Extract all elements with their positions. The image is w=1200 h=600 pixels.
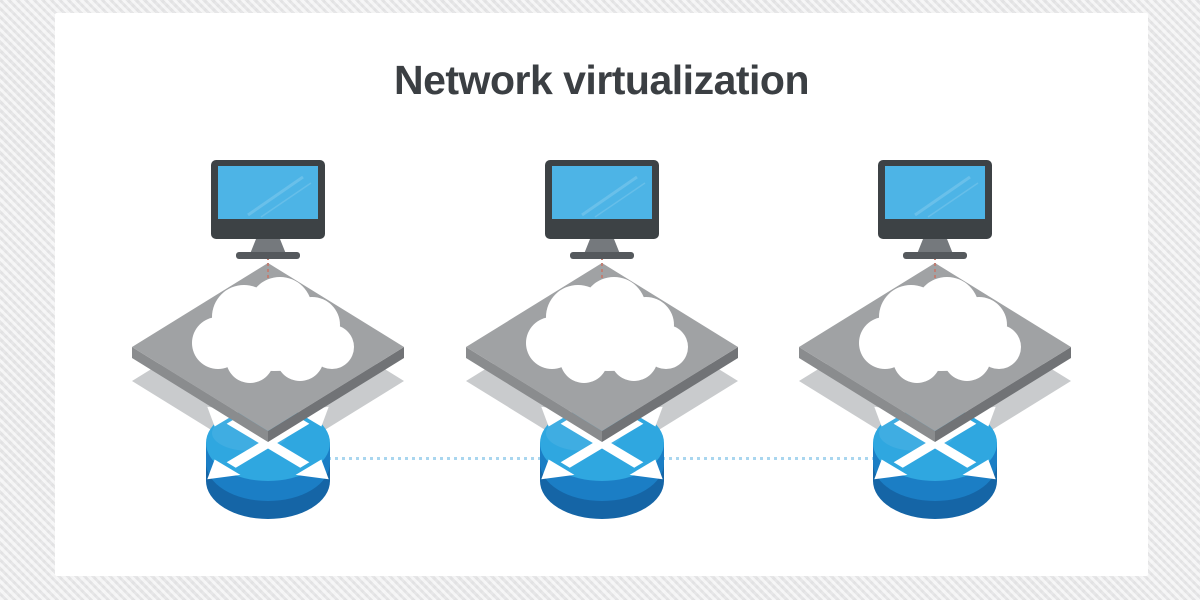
virtual-network-node-1	[98, 145, 438, 535]
node-graphic	[132, 160, 404, 519]
diagram-card: Network virtualization	[55, 13, 1148, 576]
node-graphic	[799, 160, 1071, 519]
computer-icon	[211, 160, 325, 259]
router-icon	[540, 405, 664, 519]
cloud-icon	[192, 277, 354, 383]
router-arrows-icon	[874, 406, 996, 480]
virtual-network-node-2	[432, 145, 772, 535]
router-arrows-icon	[207, 406, 329, 480]
cloud-icon	[526, 277, 688, 383]
computer-icon	[878, 160, 992, 259]
computer-icon	[545, 160, 659, 259]
router-icon	[873, 405, 997, 519]
cloud-icon	[859, 277, 1021, 383]
router-link-1-2	[328, 457, 542, 460]
router-icon	[206, 405, 330, 519]
virtual-network-node-3	[765, 145, 1105, 535]
router-link-2-3	[662, 457, 875, 460]
node-graphic	[466, 160, 738, 519]
page-title: Network virtualization	[393, 57, 810, 103]
